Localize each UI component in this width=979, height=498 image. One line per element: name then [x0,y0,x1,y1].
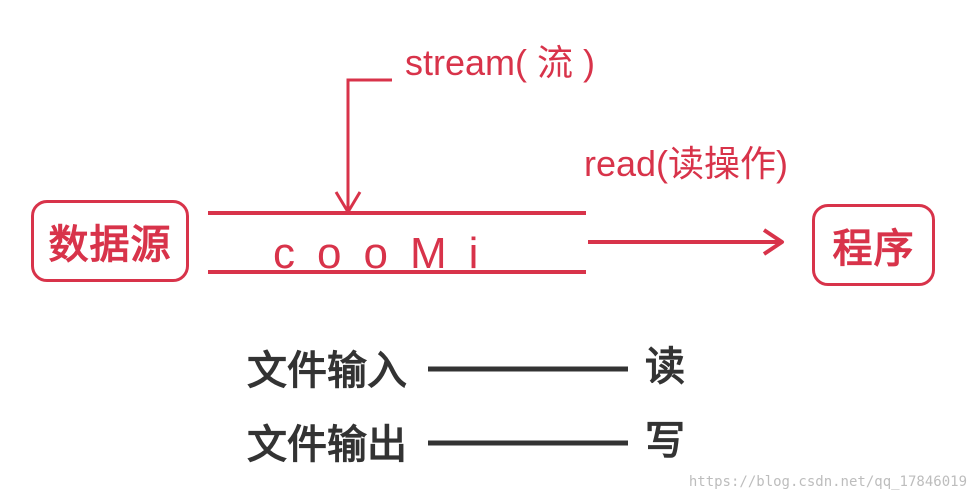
legend-read-label: 读 [645,344,685,390]
data-source-label: 数据源 [48,222,172,268]
stream-pointer-arrowhead [334,191,362,214]
legend-write-label: 写 [645,418,685,464]
stream-content-text: cooMi [273,229,501,278]
watermark-text: https://blog.csdn.net/qq_17846019 [688,474,967,490]
legend-output-label: 文件输出 [247,422,407,468]
read-annotation: read(读操作) [584,143,789,184]
stream-pointer-line [346,78,392,210]
program-label: 程序 [832,226,915,272]
data-source-box: 数据源 [31,200,189,282]
stream-annotation: stream( 流 ) [405,42,596,83]
read-arrowhead [762,228,784,256]
program-box: 程序 [812,204,935,286]
legend-input-label: 文件输入 [247,348,407,394]
